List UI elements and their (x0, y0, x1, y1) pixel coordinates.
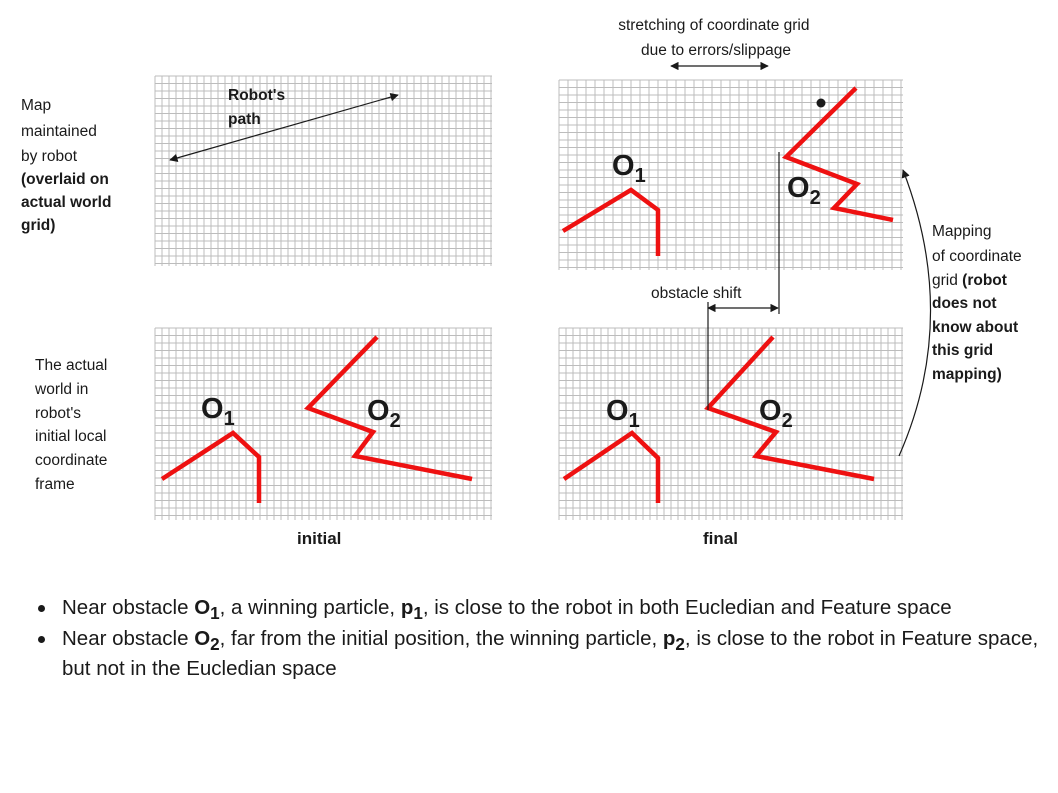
final-grid (558, 327, 903, 520)
stretching-note: stretching of coordinate grid due to err… (618, 17, 814, 59)
actual-world-note: The actual world in robot's initial loca… (34, 357, 112, 493)
localization-diagram: O1 O2 O1 O2 O1 O2 initial final Map main… (21, 17, 1026, 548)
obstacle-o1-map (561, 187, 661, 256)
o1-label-initial: O1 (201, 393, 235, 430)
obstacle-o2-map (781, 86, 894, 223)
mapping-note: Mapping of coordinate grid (robot does n… (932, 223, 1026, 383)
bullet-list: Near obstacle O1, a winning particle, p1… (38, 596, 1048, 682)
robot-path-arrow (169, 93, 399, 162)
initial-caption: initial (297, 529, 341, 548)
obstacle-o1-final (562, 430, 661, 503)
obstacle-shift-label: obstacle shift (651, 285, 742, 302)
bullet-dot (38, 605, 45, 612)
robot-path-label: Robot's path (228, 87, 289, 128)
robot-position-dot (816, 98, 826, 108)
o2-label-final: O2 (759, 395, 793, 432)
map-note: Map maintained by robot (overlaid on act… (21, 97, 116, 234)
map-grid (154, 75, 492, 266)
mapping-arrow (898, 169, 932, 457)
obstacle-o2-initial (303, 335, 473, 482)
initial-grid (154, 327, 492, 520)
obstacle-o2-final (704, 335, 875, 482)
final-caption: final (703, 529, 738, 548)
o1-label-final: O1 (606, 395, 640, 432)
obstacle-o1-initial (160, 430, 262, 503)
stretched-grid (558, 79, 903, 270)
bullet-item-o1: Near obstacle O1, a winning particle, p1… (38, 596, 1048, 626)
bullet-item-o2: Near obstacle O2, far from the initial p… (38, 627, 1048, 681)
bullet-dot (38, 636, 45, 644)
o1-label-map: O1 (612, 150, 646, 187)
o2-label-map: O2 (787, 172, 821, 209)
o2-label-initial: O2 (367, 395, 401, 432)
